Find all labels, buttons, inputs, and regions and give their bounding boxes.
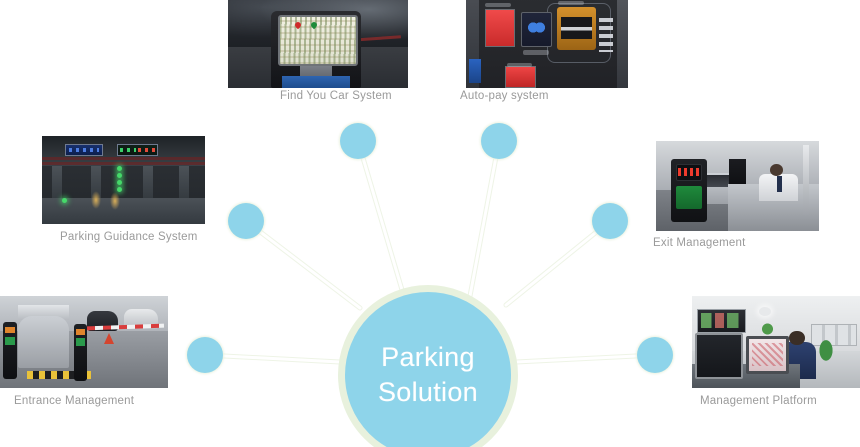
node-parking-guidance-system[interactable] bbox=[228, 203, 264, 239]
caption-entrance-management: Entrance Management bbox=[14, 395, 135, 407]
node-find-your-car-system[interactable] bbox=[340, 123, 376, 159]
connector-find-your-car bbox=[356, 139, 407, 302]
caption-auto-pay-system: Auto-pay system bbox=[460, 90, 549, 102]
caption-parking-guidance-system: Parking Guidance System bbox=[60, 231, 198, 243]
connector-exit-management bbox=[504, 219, 612, 307]
photo-management-platform bbox=[692, 296, 860, 388]
thumbnail-management-platform bbox=[692, 296, 860, 388]
node-auto-pay-system[interactable] bbox=[481, 123, 517, 159]
connector-auto-pay bbox=[468, 139, 501, 298]
thumbnail-exit-management bbox=[656, 141, 819, 231]
connector-entrance-management bbox=[203, 353, 342, 364]
photo-find-your-car-system bbox=[228, 0, 408, 88]
node-management-platform[interactable] bbox=[637, 337, 673, 373]
connector-management-platform bbox=[514, 353, 657, 364]
node-exit-management[interactable] bbox=[592, 203, 628, 239]
caption-find-your-car-system: Find You Car System bbox=[280, 90, 392, 102]
node-entrance-management[interactable] bbox=[187, 337, 223, 373]
thumbnail-parking-guidance-system bbox=[42, 136, 205, 224]
thumbnail-entrance-management bbox=[0, 296, 168, 388]
photo-exit-management bbox=[656, 141, 819, 231]
photo-auto-pay-system bbox=[466, 0, 628, 88]
hub-parking-solution[interactable]: Parking Solution bbox=[338, 285, 518, 447]
caption-management-platform: Management Platform bbox=[700, 395, 817, 407]
caption-exit-management: Exit Management bbox=[653, 237, 746, 249]
thumbnail-find-your-car-system bbox=[228, 0, 408, 88]
thumbnail-auto-pay-system bbox=[466, 0, 628, 88]
connector-parking-guidance bbox=[244, 219, 362, 310]
hub-label: Parking Solution bbox=[378, 342, 478, 407]
photo-entrance-management bbox=[0, 296, 168, 388]
photo-parking-guidance-system bbox=[42, 136, 205, 224]
